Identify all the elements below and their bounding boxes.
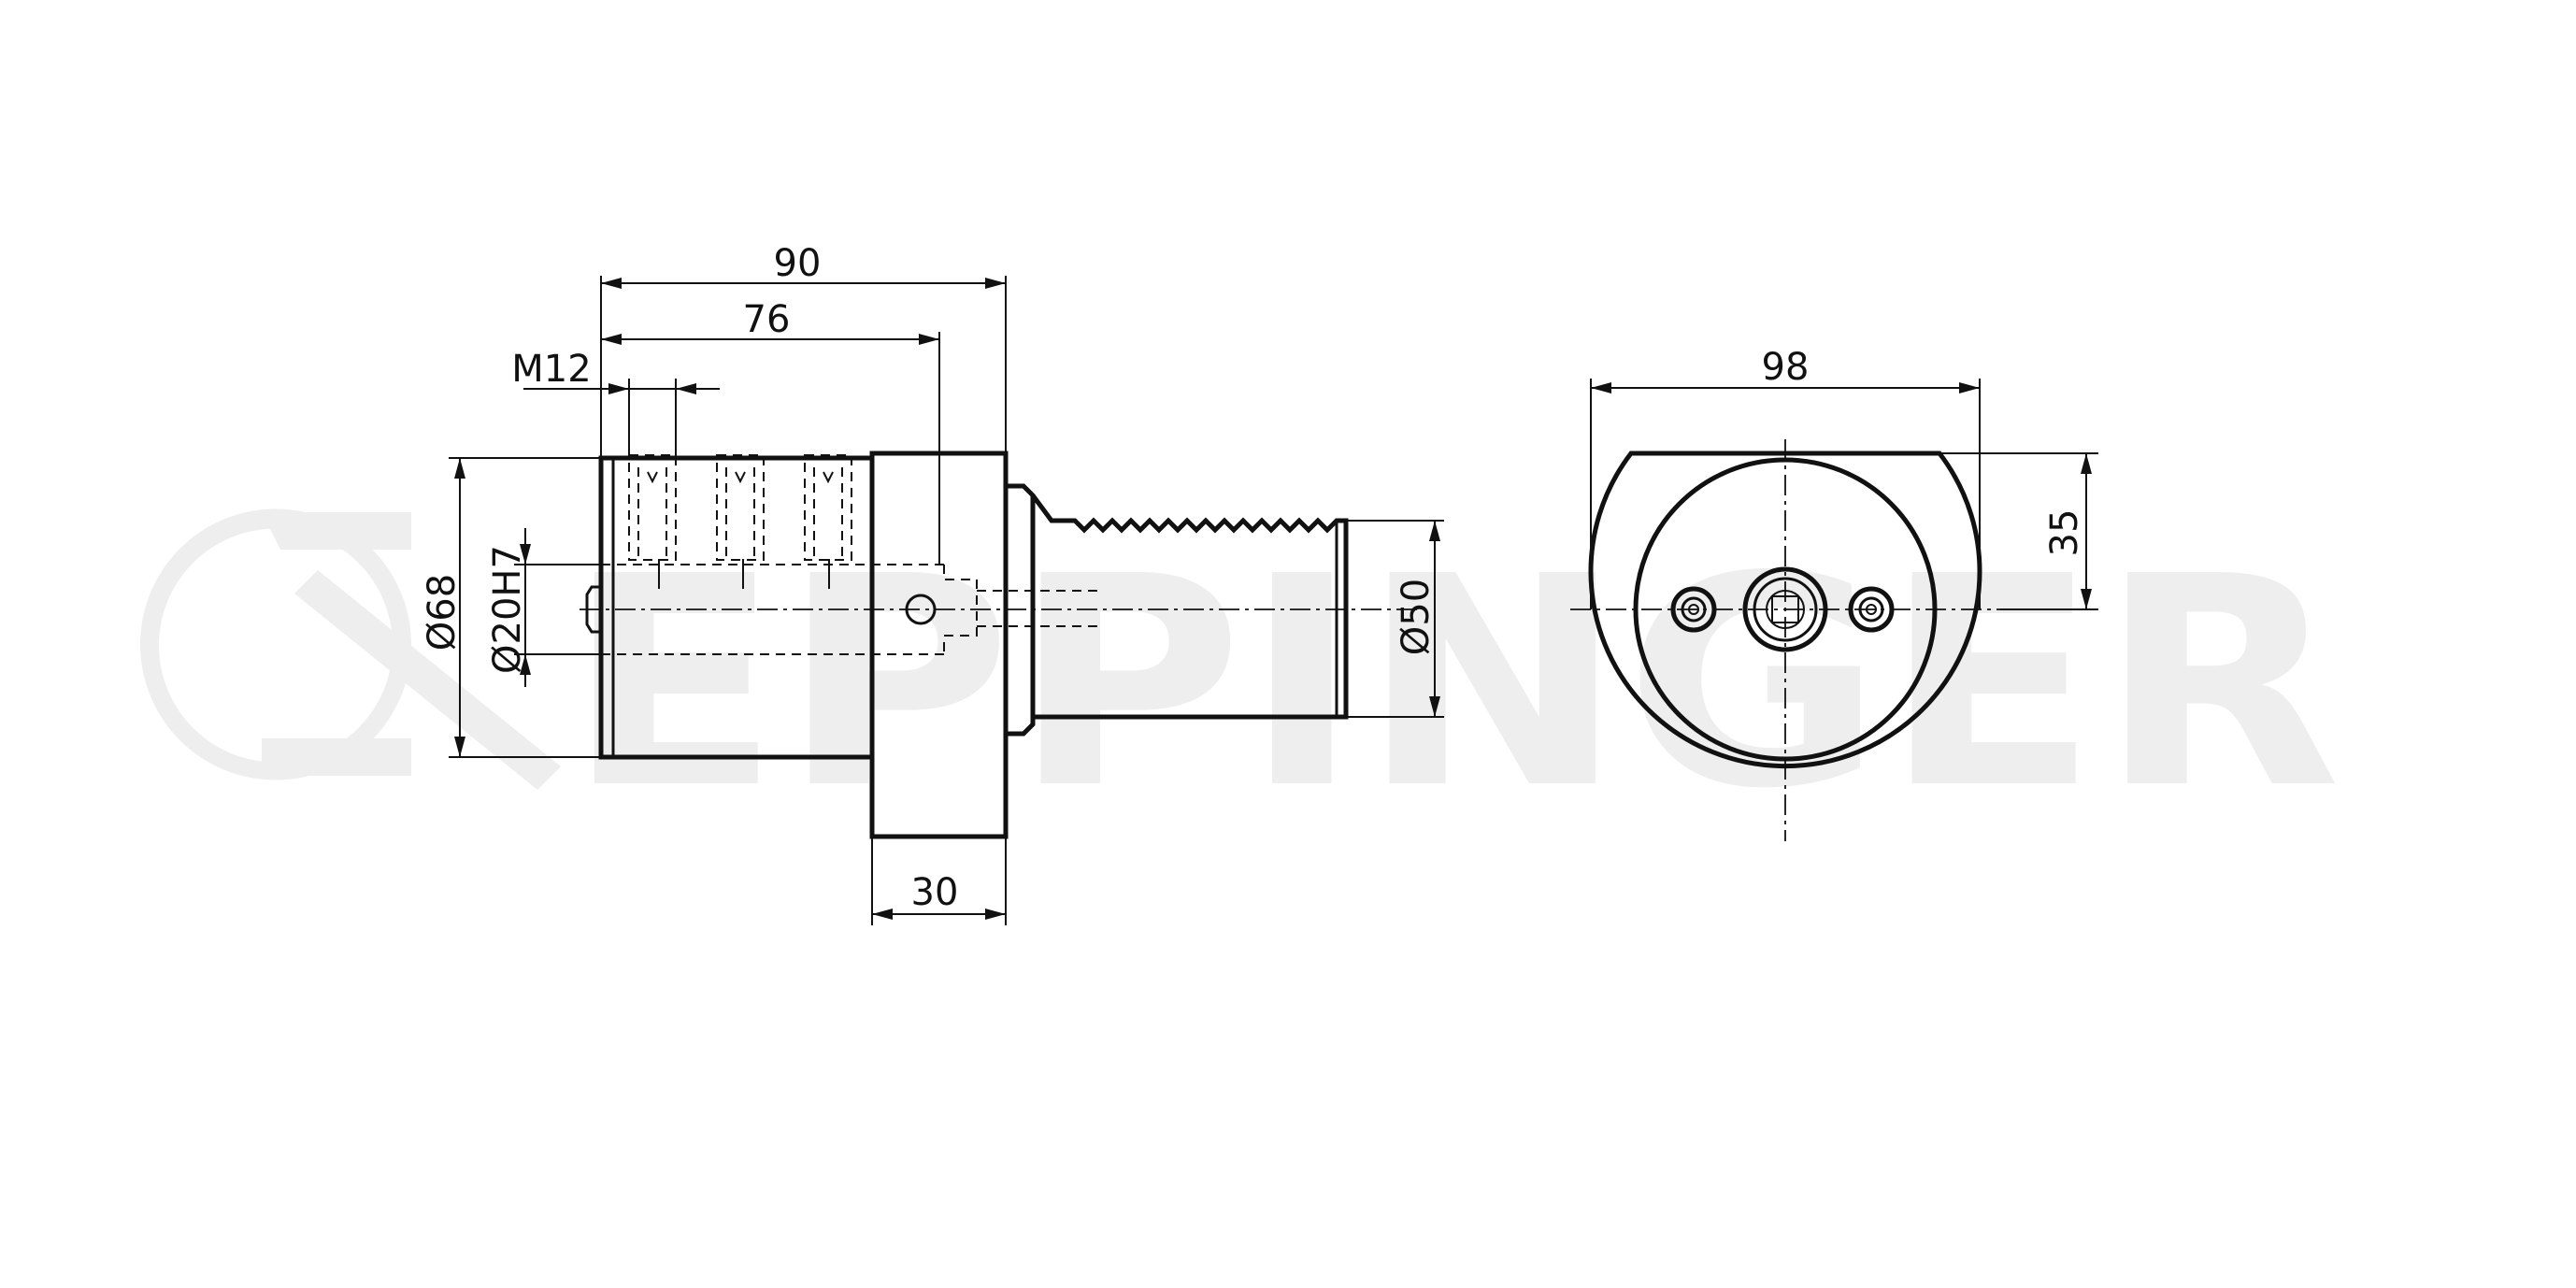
dim-thread: M12 (511, 348, 591, 391)
watermark-brand: EPPINGER (565, 515, 2341, 852)
clamp-screws (628, 454, 852, 561)
left-port (1670, 586, 1717, 633)
dim-front-width: 98 (1762, 346, 1810, 389)
dim-bore-diameter: Ø20H7 (486, 545, 529, 674)
front-dimensions: 98 35 (1590, 346, 2098, 610)
watermark-logo (140, 508, 561, 790)
dim-overall-length: 90 (774, 242, 822, 285)
dim-bore-depth: 76 (743, 298, 791, 341)
dim-front-height: 35 (2043, 509, 2086, 557)
side-view (580, 451, 1421, 839)
shank (1030, 494, 1349, 720)
dim-shank-diameter: Ø50 (1395, 579, 1438, 655)
dim-body-diameter: Ø68 (421, 574, 464, 651)
side-dimensions: 90 76 M12 Ø68 Ø20H7 Ø50 30 (421, 242, 1444, 925)
central-bore (1742, 566, 1828, 652)
right-port (1848, 586, 1895, 633)
dim-flange-width: 30 (911, 871, 959, 914)
